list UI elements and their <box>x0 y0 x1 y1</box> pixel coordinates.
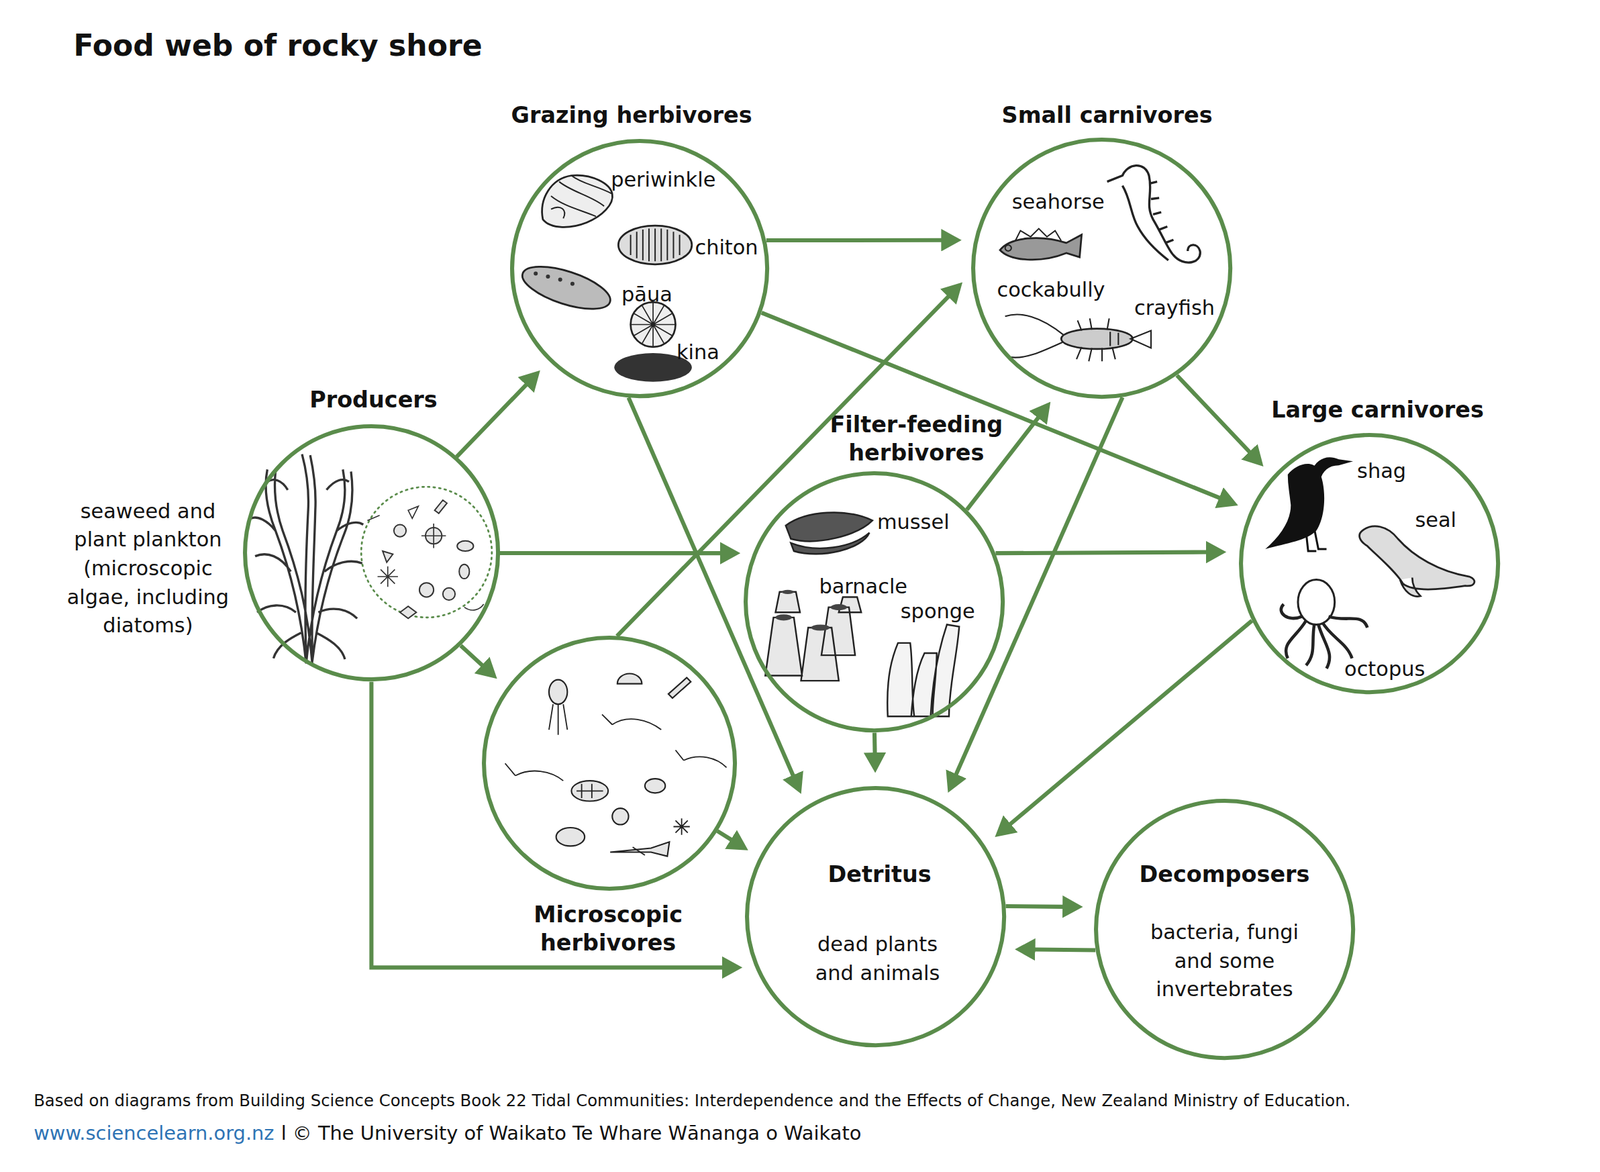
filter-feeder-circle: Filter-feeding herbivoresmusselbarnacles… <box>743 471 1005 733</box>
grazing-circle: Grazing herbivoresperiwinklechitonpāuaki… <box>510 138 770 398</box>
food-arrow <box>1177 375 1251 452</box>
species-label: shag <box>1357 457 1407 486</box>
circle-outline <box>242 424 500 682</box>
species-label: seahorse <box>1012 187 1105 217</box>
circle-border <box>1095 801 1354 1059</box>
zooplankton-drawing <box>548 673 691 856</box>
group-heading: Detritus <box>828 860 932 889</box>
periwinkle-drawing <box>542 175 613 227</box>
mussel-drawing <box>785 512 873 555</box>
species-label: pāua <box>621 280 673 310</box>
copyright-note: l © The University of Waikato Te Whare W… <box>281 1121 862 1145</box>
kina-drawing <box>630 302 676 347</box>
circle-outline <box>481 635 737 891</box>
food-arrow <box>500 551 721 556</box>
sponge-drawing <box>887 624 960 717</box>
food-arrow <box>460 645 482 666</box>
description-text: seaweed and plant plankton (microscopic … <box>58 496 237 640</box>
food-arrow <box>371 681 723 968</box>
species-label: chiton <box>694 233 758 263</box>
species-label: crayfish <box>1134 293 1215 323</box>
circle-border <box>512 140 768 396</box>
food-arrow <box>766 238 943 243</box>
carnivore-circle: Small carnivoresseahorsecockabullycrayfi… <box>971 137 1233 399</box>
illustrations <box>251 165 1475 857</box>
carnivore-circle: Large carnivoresshagsealoctopus <box>1238 432 1500 694</box>
species-label: sponge <box>900 596 976 626</box>
food-arrow <box>1010 620 1253 825</box>
group-heading: Microscopic herbivores <box>498 900 719 958</box>
chiton-drawing <box>618 225 692 265</box>
circle-border <box>746 787 1005 1045</box>
group-heading: Large carnivores <box>1271 395 1484 425</box>
plankton-outline <box>361 486 492 618</box>
barnacle-drawing <box>765 591 862 681</box>
seaweed-drawing <box>251 454 364 664</box>
food-arrow <box>967 417 1039 511</box>
food-arrow <box>955 397 1123 775</box>
seahorse-drawing <box>1107 165 1201 263</box>
food-arrow <box>628 397 793 776</box>
description-text: dead plants and animals <box>806 930 949 988</box>
group-heading: Small carnivores <box>1002 101 1213 130</box>
species-label: cockabully <box>996 275 1105 305</box>
cockabully-fin <box>1005 228 1062 252</box>
species-label: seal <box>1414 506 1457 535</box>
decomposer-circle: Decomposers bacteria, fungi and some inve… <box>1093 798 1356 1060</box>
food-arrow <box>456 384 527 458</box>
species-label: barnacle <box>818 572 908 602</box>
shag-legs <box>1306 528 1327 552</box>
seal-drawing <box>1359 526 1475 597</box>
circle-outline <box>971 137 1233 399</box>
description-text: bacteria, fungi and some invertebrates <box>1140 918 1309 1005</box>
food-arrow <box>872 732 878 754</box>
circle-border <box>244 426 498 680</box>
food-arrow <box>995 552 1207 554</box>
crayfish-parts <box>1005 314 1152 362</box>
microscopic-circle: Microscopic herbivores <box>481 635 737 891</box>
species-label: octopus <box>1344 655 1425 684</box>
diagram-title: Food web of rocky shore <box>73 27 482 62</box>
group-heading: Producers <box>309 385 438 415</box>
producer-circle: Producersseaweed and plant plankton (mic… <box>242 424 500 682</box>
food-arrow <box>717 830 732 840</box>
species-label: kina <box>676 337 720 367</box>
food-arrow <box>616 295 949 636</box>
plankton-spines <box>367 506 484 611</box>
circle-border <box>745 473 1003 731</box>
circle-border <box>483 637 735 889</box>
paua-drawing <box>517 257 615 318</box>
species-label: periwinkle <box>610 165 716 194</box>
food-arrow <box>761 312 1221 498</box>
website-link: www.sciencelearn.org.nz <box>33 1121 274 1145</box>
circle-border <box>973 139 1231 397</box>
periwinkle-lines <box>551 175 613 219</box>
zooplankton-lines <box>505 704 727 856</box>
source-caption: Based on diagrams from Building Science … <box>33 1090 1351 1111</box>
circle-outline <box>744 785 1007 1047</box>
chiton-plates <box>630 228 680 262</box>
group-heading: Grazing herbivores <box>511 101 753 130</box>
crayfish-drawing <box>1061 328 1133 349</box>
food-arrow <box>1034 947 1096 953</box>
kina-lines <box>630 302 676 347</box>
group-heading: Decomposers <box>1139 860 1311 889</box>
credit-line: www.sciencelearn.org.nz l © The Universit… <box>33 1121 868 1145</box>
cockabully-drawing <box>1000 234 1082 260</box>
plankton-drawing <box>382 500 474 619</box>
food-arrow <box>1006 904 1064 909</box>
circle-border <box>1240 434 1498 692</box>
species-label: mussel <box>877 508 950 537</box>
detritus-circle: Detritus dead plants and animals <box>744 785 1007 1047</box>
paua-holes <box>533 271 575 286</box>
group-heading: Filter-feeding herbivores <box>806 410 1027 468</box>
